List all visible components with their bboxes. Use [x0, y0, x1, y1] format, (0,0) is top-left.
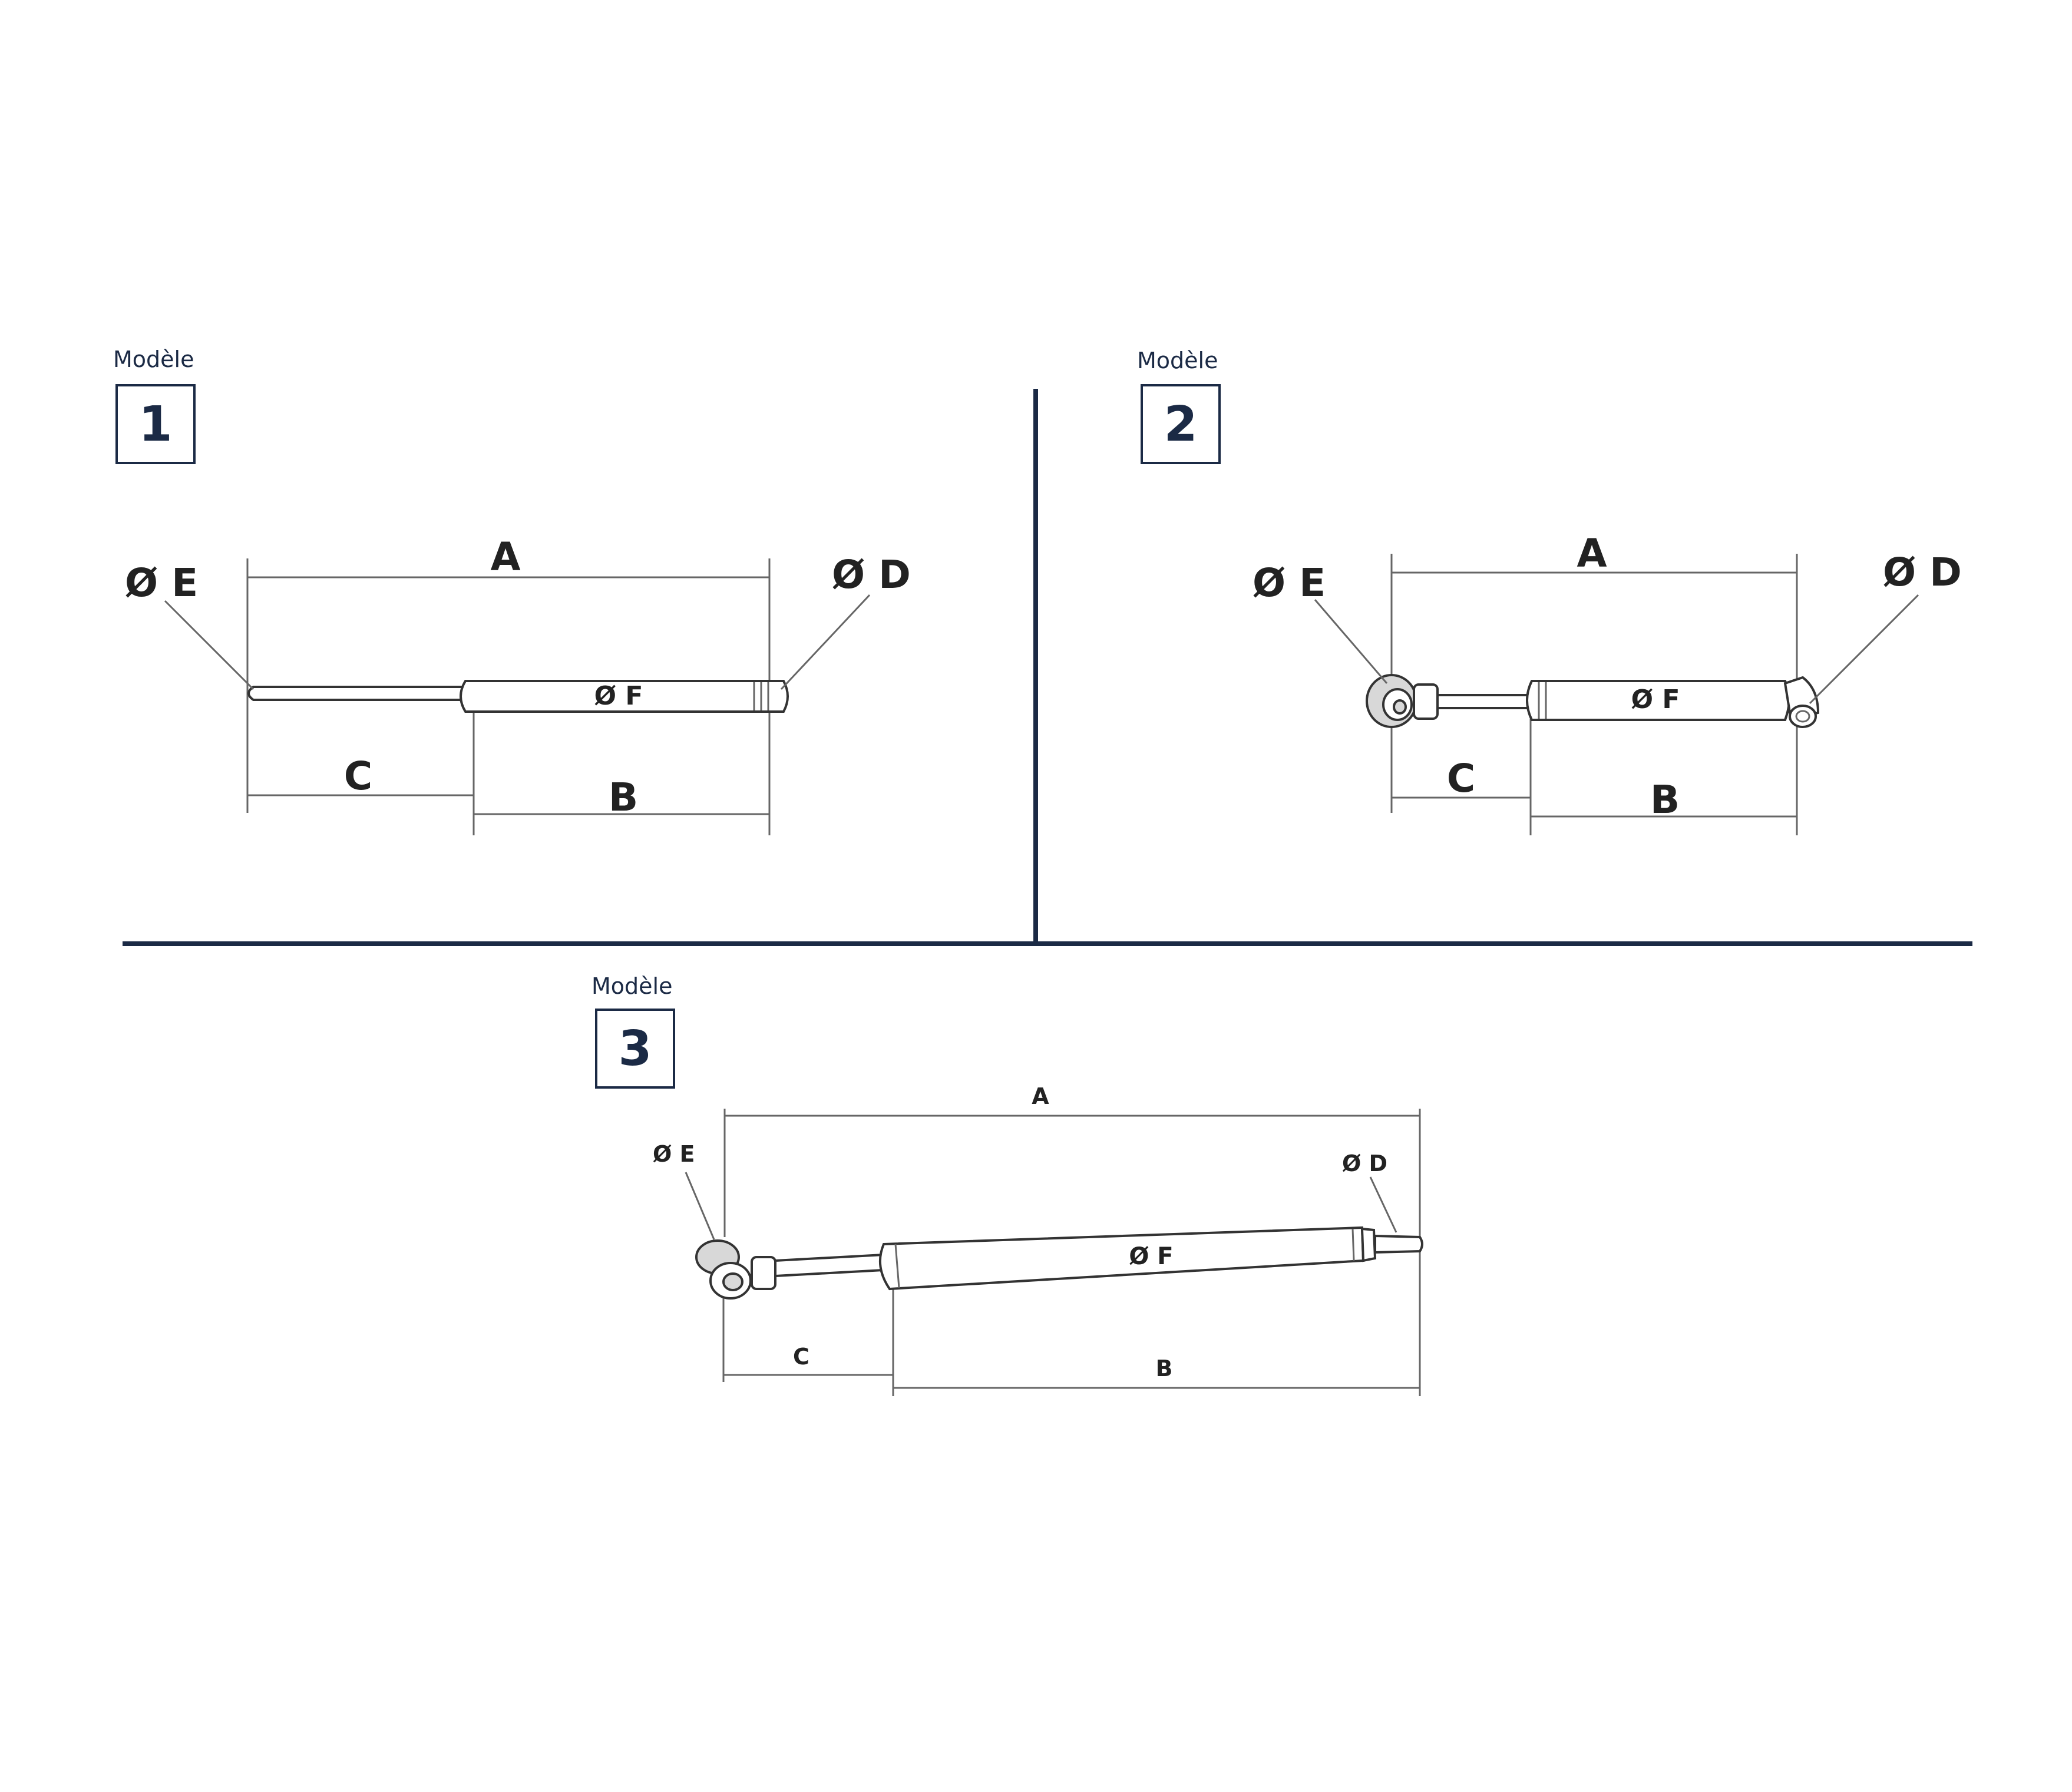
model-2-drawing: A C B Ø F Ø E Ø D [1253, 531, 1962, 835]
model-3-label-b: B [1156, 1355, 1173, 1381]
model-2-label-b: B [1650, 777, 1680, 822]
model-3-label-d: Ø D [1342, 1150, 1387, 1176]
model-1-label-b: B [609, 775, 638, 820]
model-3-drawing: A C B Ø F Ø E Ø D [653, 1083, 1423, 1396]
model-2-label-d: Ø D [1883, 550, 1962, 595]
model-3-caption: Modèle [591, 973, 673, 999]
model-3-label-f: Ø F [1129, 1243, 1173, 1270]
vertical-divider [1033, 389, 1038, 944]
model-2-label-e: Ø E [1253, 560, 1326, 606]
model-1-caption: Modèle [113, 346, 194, 372]
model-1-label-a: A [490, 534, 520, 580]
model-1-drawing: A C B Ø F Ø E Ø D [125, 534, 911, 835]
model-2-eye-end [1789, 705, 1817, 728]
horizontal-divider [123, 941, 1972, 946]
model-3-label-c: C [793, 1344, 809, 1370]
model-3-cylinder [878, 1226, 1365, 1291]
model-1-label-c: C [344, 753, 372, 799]
model-1-label-d: Ø D [832, 552, 911, 597]
model-1-number: 1 [115, 384, 196, 464]
model-3-rod-end [1374, 1234, 1423, 1254]
model-2-label-a: A [1577, 531, 1607, 576]
model-2-number: 2 [1141, 384, 1221, 464]
model-1-label-f: Ø F [594, 681, 643, 711]
model-1-label-e: Ø E [125, 560, 198, 606]
model-2-caption: Modèle [1137, 348, 1218, 373]
model-2-label-c: C [1447, 756, 1475, 801]
model-3-number: 3 [595, 1009, 675, 1089]
model-3-label-e: Ø E [653, 1141, 695, 1167]
model-1-rod [247, 686, 467, 701]
model-2-label-f: Ø F [1631, 685, 1680, 715]
model-1-cylinder [460, 680, 789, 713]
model-3-label-a: A [1032, 1083, 1049, 1109]
